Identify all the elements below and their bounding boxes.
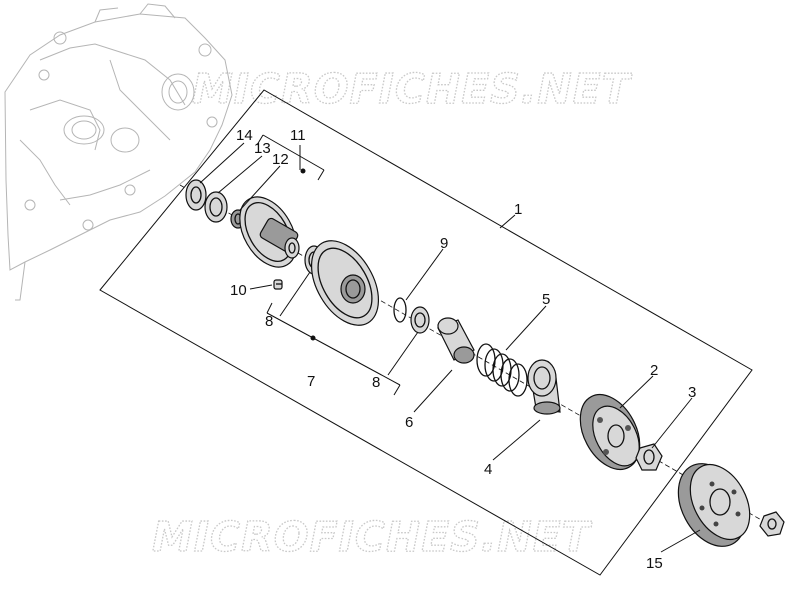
callout-10: 10 (230, 282, 247, 299)
part-7-moving-pulley (310, 240, 380, 341)
part-8-seal-b (410, 306, 430, 334)
part-4-spring-cup (527, 359, 561, 415)
assembly-frame (99, 89, 753, 576)
part-9-o-ring (393, 297, 407, 323)
subassembly-bracket (256, 134, 401, 396)
callouts: 1 2 3 4 5 6 7 8 8 9 10 11 12 13 14 15 (230, 127, 696, 572)
callout-15: 15 (646, 555, 663, 572)
callout-11: 11 (290, 127, 306, 144)
callout-1: 1 (514, 201, 522, 218)
watermark-bottom: MICROFICHES.NET (152, 513, 593, 561)
callout-9: 9 (440, 235, 448, 252)
callout-6: 6 (405, 414, 413, 431)
part-13-bearing (204, 191, 228, 223)
part-5-spring (476, 343, 528, 397)
part-2-clutch (579, 394, 641, 470)
callout-14: 14 (236, 127, 253, 144)
part-11-driven-pulley (239, 168, 306, 268)
callout-13: 13 (254, 140, 271, 157)
part-6-sleeve (437, 317, 475, 364)
callout-5: 5 (542, 291, 550, 308)
callout-8-lower: 8 (372, 374, 380, 391)
callout-4: 4 (484, 461, 492, 478)
part-14-seal (185, 179, 207, 211)
callout-3: 3 (688, 384, 696, 401)
part-10-pin (273, 279, 283, 290)
callout-2: 2 (650, 362, 658, 379)
engine-casing (4, 3, 233, 301)
part-15-clutch-bell (677, 463, 785, 547)
leader-lines (199, 142, 701, 553)
callout-7: 7 (307, 373, 315, 390)
callout-12: 12 (272, 151, 289, 168)
part-3-nut (635, 443, 663, 471)
callout-8-upper: 8 (265, 313, 273, 330)
watermark-top: MICROFICHES.NET (192, 65, 633, 113)
